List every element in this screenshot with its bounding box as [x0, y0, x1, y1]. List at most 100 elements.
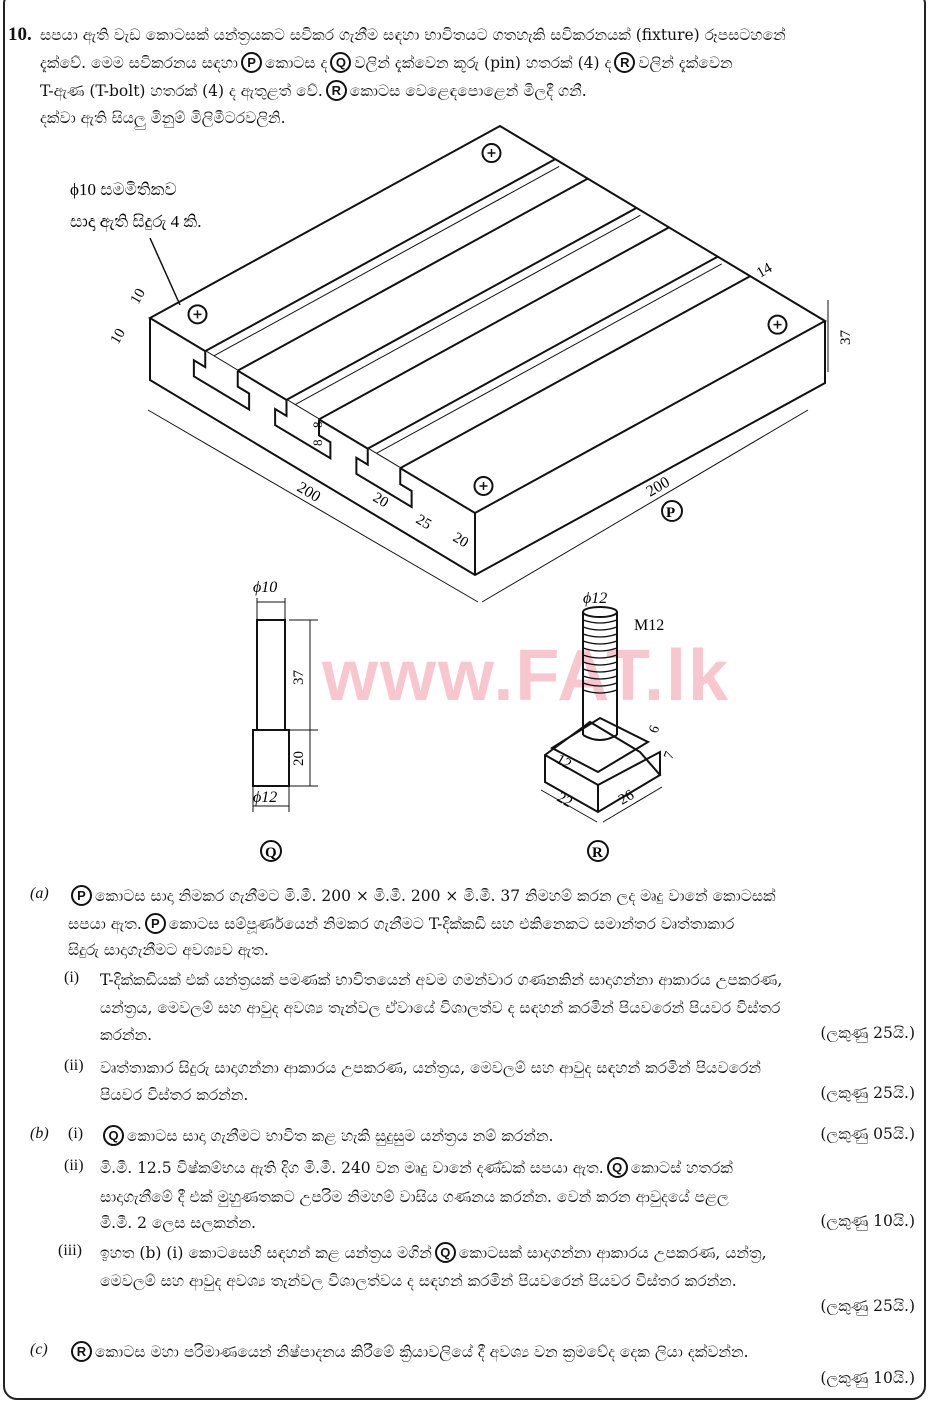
- text-line: පියවර විස්තර කරන්න.: [100, 1084, 248, 1106]
- pin-length-upper: 37: [291, 670, 307, 686]
- marks-label: (ලකුණු 25යි.): [820, 1084, 915, 1102]
- thread-line: [582, 640, 618, 645]
- marks-label: (ලකුණු 25යි.): [820, 1297, 915, 1315]
- text-segment: කොටස ද: [265, 54, 328, 72]
- hole-icon: [187, 304, 208, 325]
- dim-height: 37: [838, 330, 854, 346]
- text-line: මි.මී. 12.5 විෂ්කම්භය ඇති දිග මි.මී. 240…: [100, 1157, 733, 1179]
- dim-length-left: 200: [294, 479, 323, 506]
- t-slot-edge: [286, 207, 637, 401]
- plate-top-face: [147, 124, 828, 515]
- part-p-label: P: [666, 505, 675, 521]
- bolt-dim-line-a: [540, 789, 598, 823]
- dim-slot-top: 14: [754, 260, 775, 282]
- thread-line: [582, 654, 618, 659]
- circled-label-q: Q: [434, 1242, 456, 1263]
- thread-line: [582, 626, 618, 631]
- thread-line: [582, 682, 618, 687]
- text-line: සපයා ඇති වැඩ කොටසක් යන්ත්‍රයකට සවිකර ගැන…: [40, 24, 786, 46]
- text-segment: T-ඇණ (T-bolt) හතරක් (4) ද ඇතුළත් වේ.: [40, 82, 323, 100]
- text-line: T-දික්කඩියක් එක් යන්ත්‍රයක් පමණක් භාවිතය…: [100, 969, 782, 991]
- circled-label-r: R: [614, 52, 636, 73]
- thread-line: [582, 661, 618, 666]
- part-q-pin-drawing: [252, 598, 318, 812]
- text-line: මි.මී. 2 ලෙස සලකන්න.: [100, 1212, 256, 1234]
- t-slot-inner-edge: [208, 166, 560, 359]
- hole-note-line1: ϕ10 සමමිතිකව: [70, 180, 177, 199]
- pin-bottom-diameter: ϕ12: [253, 789, 277, 806]
- text-segment: වලින් දැක්වෙන කූරු (pin) හතරක් (4) ද: [354, 54, 612, 72]
- text-line: ඉහත (b) (i) කොටසෙහි සඳහන් කළ යන්ත්‍රය මග…: [100, 1242, 767, 1264]
- bolt-base-a: 22: [554, 790, 575, 811]
- hole-leader-arrow: [149, 237, 181, 306]
- marks-label: (ලකුණු 10යි.): [820, 1212, 915, 1230]
- hole-icon: [481, 143, 502, 164]
- hole-center-mark: [773, 320, 782, 329]
- circled-label-p: P: [71, 885, 92, 906]
- thread-line: [582, 668, 618, 673]
- text-segment: වෘත්තාකාර සිදුරු සාදාගන්නා ආකාරය උපකරණ, …: [100, 1059, 761, 1077]
- part-r-label: R: [592, 845, 603, 861]
- circled-label-q: Q: [330, 52, 352, 73]
- dim-rib-w: 25: [413, 512, 434, 533]
- part-r-label-circle: [587, 840, 609, 862]
- part-q-label: Q: [265, 845, 277, 861]
- text-segment: යන්ත්‍රය, මෙවලම් සහ ආවුද අවශ්‍ය තැන්වල ඒ…: [100, 999, 781, 1017]
- text-segment: මෙවලම් සහ ආවුද අවශ්‍ය තැන්වල විශාලත්වය ද…: [100, 1272, 737, 1290]
- circled-label-r: R: [71, 1341, 92, 1362]
- thread-line: [582, 675, 618, 680]
- text-line: සිදුරු සාදාගැනීමට අවශ්‍යව ඇත.: [68, 939, 269, 961]
- text-segment: සිදුරු සාදාගැනීමට අවශ්‍යව ඇත.: [68, 941, 269, 959]
- dim-step-a: 8: [310, 422, 325, 429]
- subpart-label: (i): [64, 969, 80, 986]
- circled-label-r: R: [325, 80, 347, 101]
- bolt-thread-size: M12: [634, 617, 664, 634]
- text-line: සාදාගැනීමේ දී එක් මුහුණතකට උපරිම නිමහම් …: [100, 1186, 729, 1208]
- part-q-label-circle: [260, 840, 282, 862]
- text-segment: කොටස් හතරක්: [630, 1159, 733, 1177]
- hole-icon: [767, 314, 788, 335]
- subpart-label: (ii): [64, 1157, 84, 1174]
- hole-note-line2: සාදා ඇති සිදුරු 4 කි.: [70, 212, 201, 233]
- text-segment: T-දික්කඩියක් එක් යන්ත්‍රයක් පමණක් භාවිතය…: [100, 971, 783, 989]
- question-number: 10.: [8, 24, 32, 45]
- bolt-dim-line-b: [602, 786, 663, 823]
- text-segment: වලින් දැක්වෙන: [638, 54, 733, 72]
- fixture-figure: ϕ10 සමමිතිකව සාදා ඇති සිදුරු 4 කි. 10 10…: [70, 124, 854, 862]
- bolt-diameter: ϕ12: [583, 590, 607, 607]
- dim-length-right: 200: [644, 474, 673, 501]
- part-label: (b): [30, 1125, 49, 1142]
- t-slot-edge: [204, 158, 556, 353]
- marks-label: (ලකුණු 25යි.): [820, 1024, 915, 1042]
- part-r-tbolt-drawing: [544, 606, 662, 814]
- text-segment: කොටස වෙළෙඳපොළෙන් මිලදී ගනී.: [349, 82, 587, 100]
- text-segment: කොටස මහා පරිමාණයෙන් නිෂ්පාදනය කිරීමේ ක්‍…: [95, 1343, 749, 1361]
- circled-label-p: P: [144, 913, 166, 934]
- text-line: දක්වා ඇති සියලු මිනුම් මිලිමීටරවලිනි.: [40, 107, 286, 129]
- marks-label: (ලකුණු 05යි.): [820, 1125, 915, 1143]
- text-segment: පියවර විස්තර කරන්න.: [100, 1086, 249, 1104]
- part-p-label-circle: [661, 500, 683, 522]
- text-segment: කොටස සාදා නිමකර ගැනීමට මි.මී. 200 × මි.ම…: [95, 887, 776, 905]
- pin-length-lower: 20: [291, 751, 307, 766]
- bolt-dim-a: 6: [647, 724, 663, 736]
- text-line: කරන්න.: [100, 1024, 152, 1046]
- dim-length-right-line: [481, 409, 809, 603]
- part-label: (a): [30, 885, 49, 902]
- t-slot-edge: [318, 226, 670, 421]
- text-segment: දැක්වේ. මෙම සවිකරනය සඳහා: [40, 54, 239, 72]
- dim-edge-b: 10: [108, 326, 129, 347]
- text-segment: කොටසක් සාදාගන්නා ආකාරය උපකරණ, යන්ත්‍ර,: [458, 1244, 767, 1262]
- t-slot-edge: [237, 177, 589, 372]
- dim-length-left-line: [147, 409, 479, 603]
- t-slot-inner-edge: [290, 214, 641, 408]
- t-slot-edge: [399, 275, 751, 470]
- text-segment: මි.මී. 12.5 විෂ්කම්භය ඇති දිග මි.මී. 240…: [100, 1159, 604, 1177]
- circled-label-q: Q: [606, 1157, 628, 1178]
- subpart-label: (i): [68, 1125, 84, 1142]
- hole-icon: [473, 475, 494, 496]
